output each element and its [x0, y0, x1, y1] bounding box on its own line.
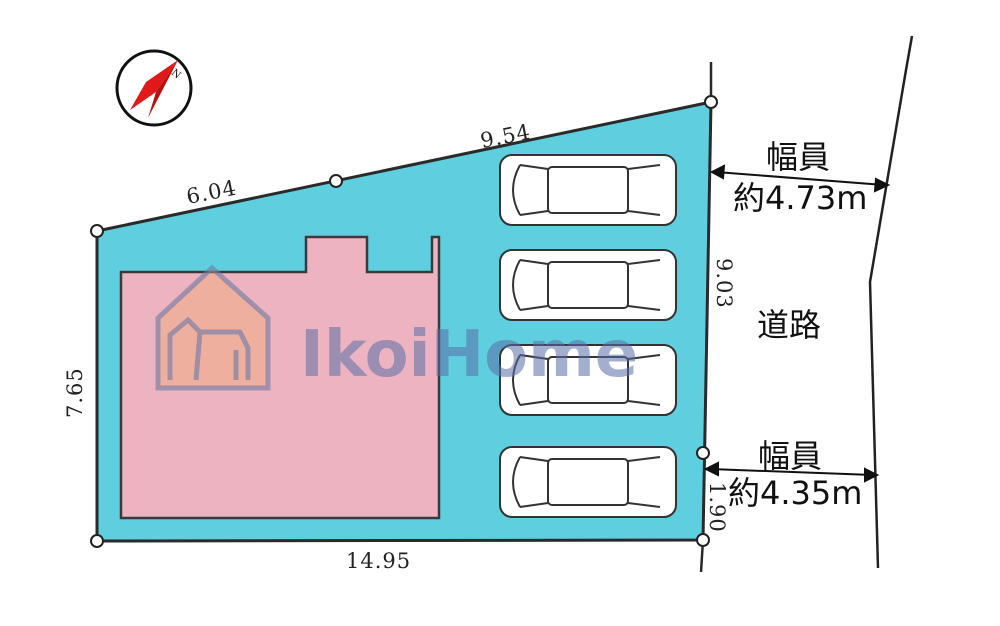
corner-marker — [704, 95, 718, 109]
compass: N — [115, 49, 193, 127]
parking-area — [499, 154, 677, 518]
parked-car-icon — [499, 344, 677, 416]
parked-car-icon — [499, 154, 677, 226]
dim-bottom: 14.95 — [346, 549, 411, 573]
corner-marker — [696, 533, 710, 547]
house-horse-logo-icon — [155, 264, 271, 391]
parked-car-icon — [499, 446, 677, 518]
corner-marker — [696, 446, 710, 460]
road-width-lower-title: 幅員 — [758, 437, 822, 475]
road-width-lower-value: 約4.35m — [728, 474, 862, 512]
road-boundary-line — [868, 35, 914, 569]
road-width-upper-value: 約4.73m — [733, 179, 867, 217]
corner-markers — [90, 95, 718, 548]
road-width-arrow-lower — [703, 461, 880, 483]
road-width-arrow-upper — [709, 164, 891, 193]
dim-right-upper: 9.03 — [712, 258, 736, 309]
corner-marker — [90, 224, 104, 238]
dim-left: 7.65 — [63, 367, 87, 418]
corner-marker — [329, 174, 343, 188]
parked-car-icon — [499, 249, 677, 321]
building-footprint — [119, 235, 441, 520]
road-width-upper-title: 幅員 — [766, 138, 830, 176]
north-arrow-icon — [130, 60, 178, 110]
watermark-text: IkoiHome — [300, 318, 638, 392]
road-label: 道路 — [757, 306, 821, 344]
corner-marker — [90, 534, 104, 548]
watermark: IkoiHome — [155, 264, 638, 392]
dim-right-lower: 1.90 — [705, 482, 729, 533]
